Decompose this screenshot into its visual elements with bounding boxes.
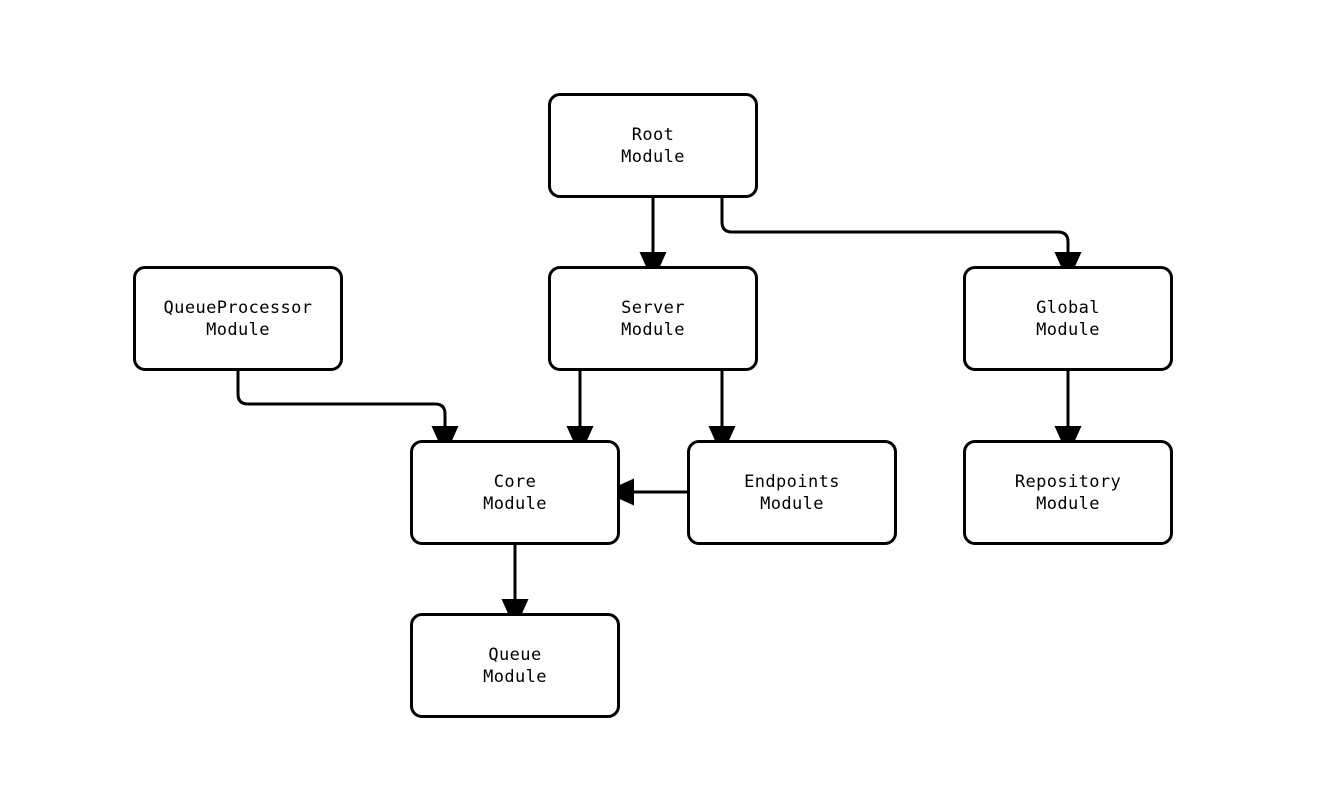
- edges-group: [236, 198, 1082, 629]
- node-label-name: Repository: [1014, 471, 1122, 492]
- node-label-name: Server: [621, 297, 685, 318]
- node-label-name: Endpoints: [744, 471, 840, 492]
- node-label-name: Queue: [488, 644, 542, 665]
- node-label-suffix: Module: [621, 146, 685, 167]
- node-label-suffix: Module: [483, 666, 547, 687]
- node-label-suffix: Module: [483, 493, 547, 514]
- node-label-name: Global: [1036, 297, 1100, 318]
- node-label-suffix: Module: [760, 493, 824, 514]
- node-label-name: QueueProcessor: [163, 297, 313, 318]
- node-label-name: Core: [493, 471, 537, 492]
- edge-root-global: [720, 198, 1082, 282]
- node-label-suffix: Module: [621, 319, 685, 340]
- node-label-suffix: Module: [1036, 493, 1100, 514]
- node-label-suffix: Module: [1036, 319, 1100, 340]
- node-label-name: Root: [631, 124, 675, 145]
- edge-queueprocessor-core: [236, 371, 459, 456]
- node-label-suffix: Module: [206, 319, 270, 340]
